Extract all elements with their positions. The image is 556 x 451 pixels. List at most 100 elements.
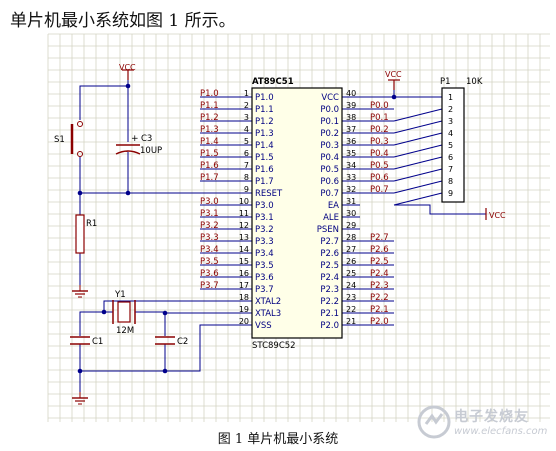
- net-label-right: P0.6: [370, 173, 389, 183]
- crystal-y1: [117, 301, 131, 323]
- pin-name-right: P2.4: [320, 273, 339, 283]
- pin-name-right: ALE: [323, 213, 339, 223]
- pin-name-left: P1.6: [255, 165, 274, 175]
- pin-number-left: 11: [239, 209, 249, 218]
- connector-pin-number: 2: [448, 105, 453, 114]
- pin-number-right: 27: [346, 245, 356, 254]
- pin-name-left: P1.4: [255, 141, 274, 151]
- net-label-right: P2.2: [370, 293, 389, 303]
- components: [70, 69, 487, 405]
- bus-wire: [393, 180, 443, 194]
- pin-name-right: P2.2: [320, 297, 339, 307]
- pin-number-right: 26: [346, 257, 356, 266]
- pin-number-left: 3: [244, 113, 249, 122]
- net-label-left: P3.7: [200, 281, 219, 291]
- pin-name-right: PSEN: [317, 225, 339, 235]
- pin-name-right: P2.6: [320, 249, 339, 259]
- chip-subname: STC89C52: [252, 341, 296, 351]
- pin-name-left: P3.3: [255, 237, 274, 247]
- pin-name-right: P0.7: [320, 189, 339, 199]
- pin-number-right: 21: [346, 317, 356, 326]
- switch-contact: [77, 151, 83, 157]
- cap-c3-value: 10UP: [140, 146, 162, 156]
- net-label-right: P2.1: [370, 305, 389, 315]
- crystal-ref: Y1: [114, 290, 126, 300]
- net-label-right: P0.2: [370, 125, 389, 135]
- junction-dot: [125, 190, 131, 196]
- connector-p1: [441, 87, 465, 203]
- net-label-right: P0.3: [370, 137, 389, 147]
- pin-name-right: P0.5: [320, 165, 339, 175]
- pin-name-right: P0.1: [320, 117, 339, 127]
- switch-ref: S1: [54, 135, 65, 145]
- vcc-label-3: VCC: [119, 63, 136, 72]
- pin-name-right: P0.6: [320, 177, 339, 187]
- pin-number-left: 19: [239, 305, 249, 314]
- pin-name-right: P2.5: [320, 261, 339, 271]
- cap-c1-ref: C1: [92, 337, 103, 347]
- net-label-left: P3.1: [200, 209, 219, 219]
- pin-name-left: P1.2: [255, 117, 274, 127]
- cap-c2-ref: C2: [177, 337, 188, 347]
- bus-wire: [393, 192, 443, 206]
- pin-number-left: 5: [244, 137, 249, 146]
- pin-number-right: 37: [346, 125, 356, 134]
- pin-number-left: 9: [244, 185, 249, 194]
- bus-wire: [393, 108, 443, 122]
- chip-name: AT89C51: [252, 77, 294, 87]
- pin-name-right: P2.0: [320, 321, 339, 331]
- net-label-right: P2.0: [370, 317, 389, 327]
- pin-number-left: 8: [244, 173, 249, 182]
- net-label-right: P2.3: [370, 281, 389, 291]
- pin-number-left: 12: [239, 221, 249, 230]
- pin-number-left: 6: [244, 149, 249, 158]
- pin-name-right: P0.2: [320, 129, 339, 139]
- cap-c3-ref: C3: [141, 134, 152, 144]
- wire-c1-top: [79, 306, 105, 336]
- watermark-name: 电子发烧友: [454, 409, 529, 425]
- pin-number-right: 28: [346, 233, 356, 242]
- watermark-logo-icon: [417, 405, 451, 439]
- wire-cap-ground: [79, 344, 166, 372]
- net-label-right: P0.7: [370, 185, 389, 195]
- net-label-left: P3.3: [200, 233, 219, 243]
- connector-pin-number: 7: [448, 165, 453, 174]
- pin-name-left: P1.0: [255, 93, 274, 103]
- page-heading: 单片机最小系统如图 1 所示。: [10, 11, 236, 31]
- net-label-left: P1.6: [200, 161, 219, 171]
- pin-name-left: RESET: [255, 189, 283, 199]
- net-label-left: P1.0: [200, 89, 219, 99]
- switch-contact: [77, 121, 83, 127]
- connector-ref: P1: [440, 77, 451, 87]
- pin-name-left: XTAL3: [255, 309, 281, 319]
- pin-number-right: 38: [346, 113, 356, 122]
- pin-number-right: 40: [346, 89, 356, 98]
- net-label-right: P0.0: [370, 101, 389, 111]
- cap-c3-polarity: +: [131, 134, 139, 144]
- pin-number-right: 33: [346, 173, 356, 182]
- junction-dot: [162, 368, 168, 374]
- wire-vcc-switch: [79, 80, 129, 120]
- pin-name-left: P3.5: [255, 261, 274, 271]
- vcc-label-1: VCC: [385, 70, 402, 79]
- watermark-site: www.elecfans.com: [454, 426, 548, 437]
- pin-name-right: VCC: [321, 93, 339, 103]
- pin-name-left: P3.1: [255, 213, 274, 223]
- wire-xtal2: [103, 300, 232, 306]
- wire-crystal-right: [135, 311, 166, 313]
- bus-wire: [393, 156, 443, 170]
- net-label-right: P0.4: [370, 149, 389, 159]
- pin-name-right: EA: [328, 201, 339, 211]
- pin-name-left: P3.2: [255, 225, 274, 235]
- wires: [77, 80, 486, 392]
- pin-number-left: 1: [244, 89, 249, 98]
- pin-number-right: 29: [346, 221, 356, 230]
- pin-number-right: 32: [346, 185, 356, 194]
- net-label-right: P0.1: [370, 113, 389, 123]
- pin-number-left: 2: [244, 101, 249, 110]
- connector-value: 10K: [466, 77, 483, 87]
- crystal-value: 12M: [116, 326, 134, 336]
- pin-name-left: XTAL2: [255, 297, 281, 307]
- connector-pin-number: 5: [448, 141, 453, 150]
